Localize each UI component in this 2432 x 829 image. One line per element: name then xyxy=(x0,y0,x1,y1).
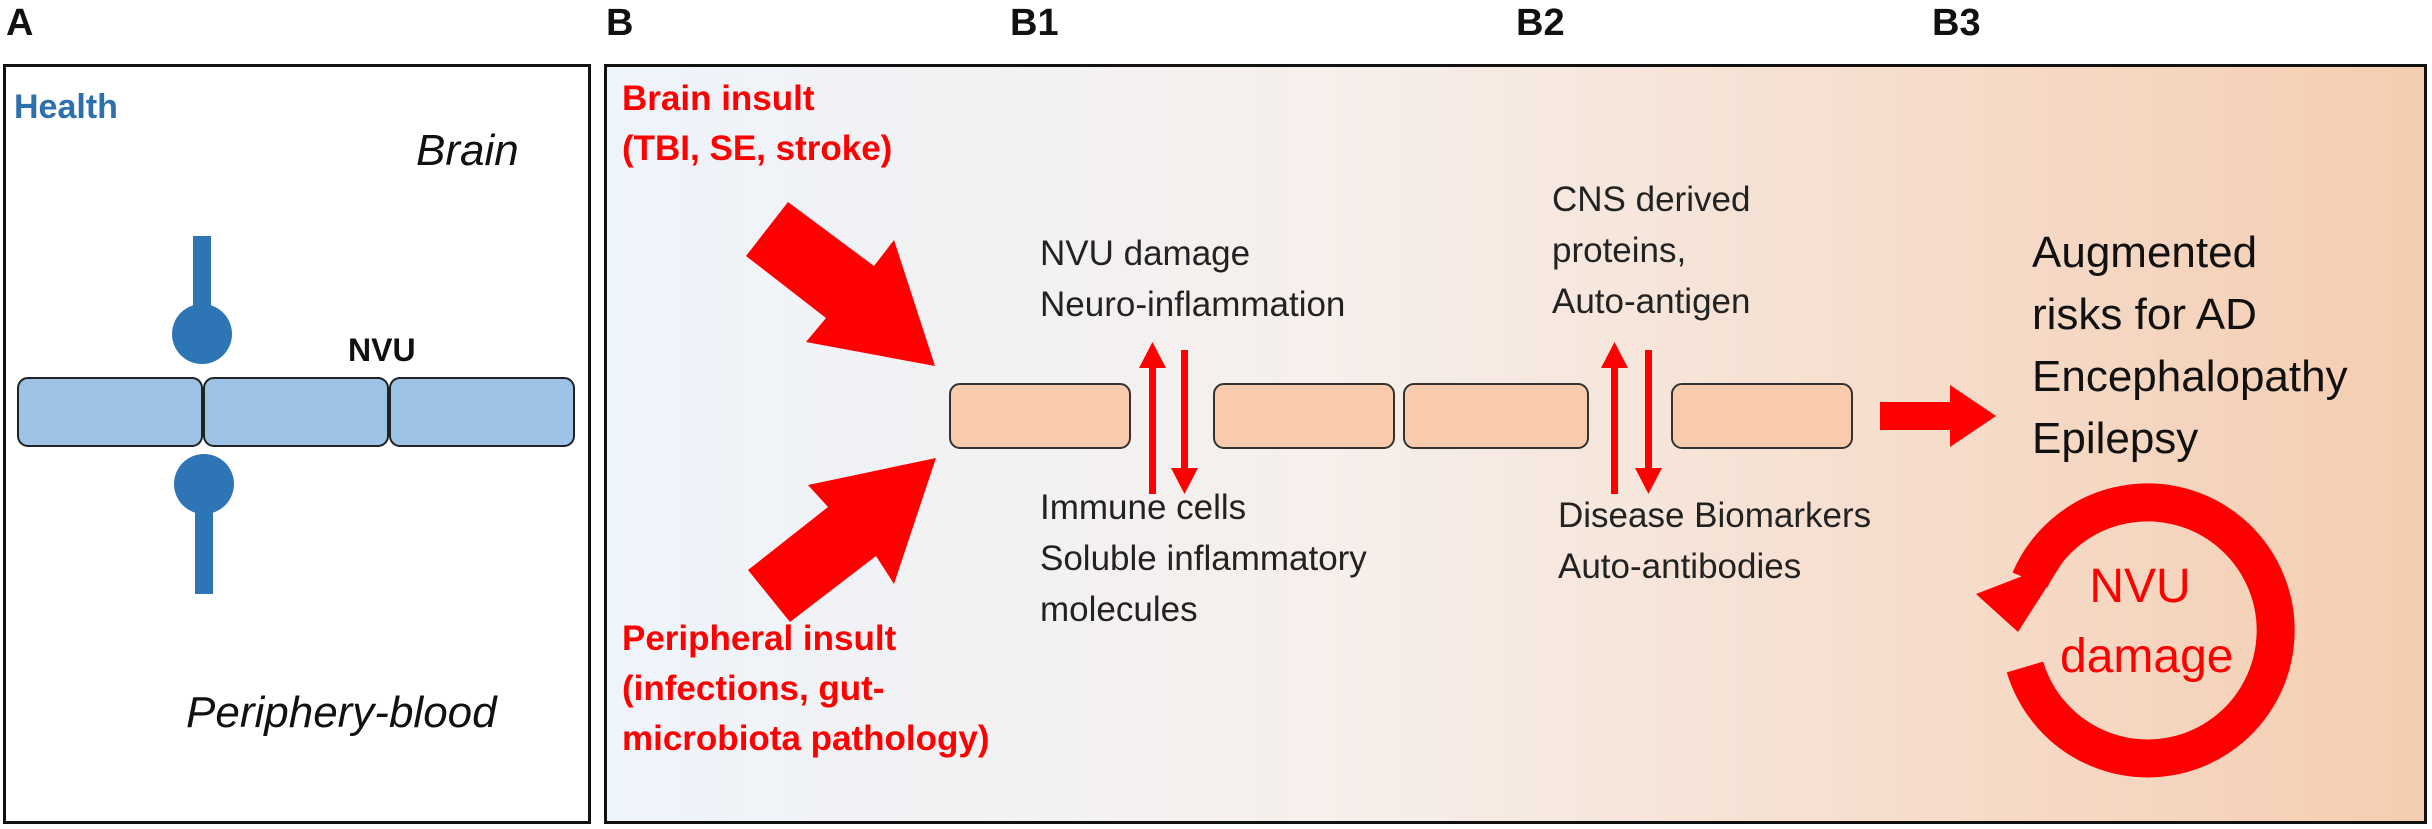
brain-insult-arrow xyxy=(746,202,935,366)
b1-lower-line-1: Immune cells xyxy=(1040,488,1247,527)
b3-cell xyxy=(1671,383,1853,449)
outcome-arrow xyxy=(1880,385,1996,447)
health-label: Health xyxy=(14,88,118,126)
b2-cell-right xyxy=(1403,383,1589,449)
b2-lower-text: Disease Biomarkers Auto-antibodies xyxy=(1558,490,1871,592)
panel-label-a: A xyxy=(6,2,34,44)
b1-lower-line-2: Soluble inflammatory xyxy=(1040,539,1367,578)
nvu-cell-middle xyxy=(203,377,389,447)
b1-upper-line-2: Neuro-inflammation xyxy=(1040,285,1346,324)
blood-pin-stem xyxy=(195,494,213,594)
b1-upper-line-1: NVU damage xyxy=(1040,234,1251,273)
brain-insult-examples: (TBI, SE, stroke) xyxy=(622,129,893,168)
panel-a-nvu-cells xyxy=(17,377,575,447)
exchange-arrows-b2 xyxy=(1601,342,1662,494)
outcome-line-2: risks for AD xyxy=(2032,290,2257,339)
cycle-label: NVU damage xyxy=(2060,552,2234,692)
exchange-arrows-b1 xyxy=(1139,342,1198,494)
peripheral-insult-arrow xyxy=(748,458,936,622)
outcomes-text: Augmented risks for AD Encephalopathy Ep… xyxy=(2032,222,2348,470)
blood-pin-head xyxy=(174,454,234,514)
panel-b-cells xyxy=(949,383,1853,449)
nvu-label: NVU xyxy=(348,332,416,368)
outcome-line-4: Epilepsy xyxy=(2032,414,2199,463)
peripheral-insult-text: Peripheral insult (infections, gut- micr… xyxy=(622,614,990,764)
nvu-cell-left xyxy=(17,377,203,447)
peripheral-insult-examples-2: microbiota pathology) xyxy=(622,719,990,758)
b1-cell xyxy=(949,383,1131,449)
outcome-line-3: Encephalopathy xyxy=(2032,352,2348,401)
panel-label-b: B xyxy=(606,2,634,44)
b2-lower-line-1: Disease Biomarkers xyxy=(1558,496,1872,535)
b2-upper-line-2: proteins, xyxy=(1552,231,1687,270)
brain-label: Brain xyxy=(416,126,519,175)
panel-label-b1: B1 xyxy=(1010,2,1059,44)
panel-a-pins xyxy=(172,236,234,594)
brain-pin-stem xyxy=(193,236,211,320)
cycle-label-line-2: damage xyxy=(2060,630,2234,683)
brain-insult-text: Brain insult (TBI, SE, stroke) xyxy=(622,74,892,174)
b1-lower-line-3: molecules xyxy=(1040,590,1198,629)
b1-upper-text: NVU damage Neuro-inflammation xyxy=(1040,228,1345,330)
peripheral-insult-examples-1: (infections, gut- xyxy=(622,669,885,708)
nvu-cell-right xyxy=(389,377,575,447)
outcome-line-1: Augmented xyxy=(2032,228,2258,277)
periphery-blood-label: Periphery-blood xyxy=(186,688,497,737)
cycle-arrow xyxy=(1976,483,2295,778)
b2-lower-line-2: Auto-antibodies xyxy=(1558,547,1802,586)
brain-insult-title: Brain insult xyxy=(622,79,815,118)
brain-pin-head xyxy=(172,304,232,364)
b2-upper-line-3: Auto-antigen xyxy=(1552,282,1751,321)
b1-lower-text: Immune cells Soluble inflammatory molecu… xyxy=(1040,482,1367,635)
panel-label-b3: B3 xyxy=(1932,2,1981,44)
peripheral-insult-title: Peripheral insult xyxy=(622,619,897,658)
insult-arrows xyxy=(746,202,936,622)
b2-upper-line-1: CNS derived xyxy=(1552,180,1751,219)
b2-upper-text: CNS derived proteins, Auto-antigen xyxy=(1552,174,1750,327)
panel-label-b2: B2 xyxy=(1516,2,1565,44)
cycle-label-line-1: NVU xyxy=(2089,560,2191,613)
b2-cell-left xyxy=(1213,383,1395,449)
